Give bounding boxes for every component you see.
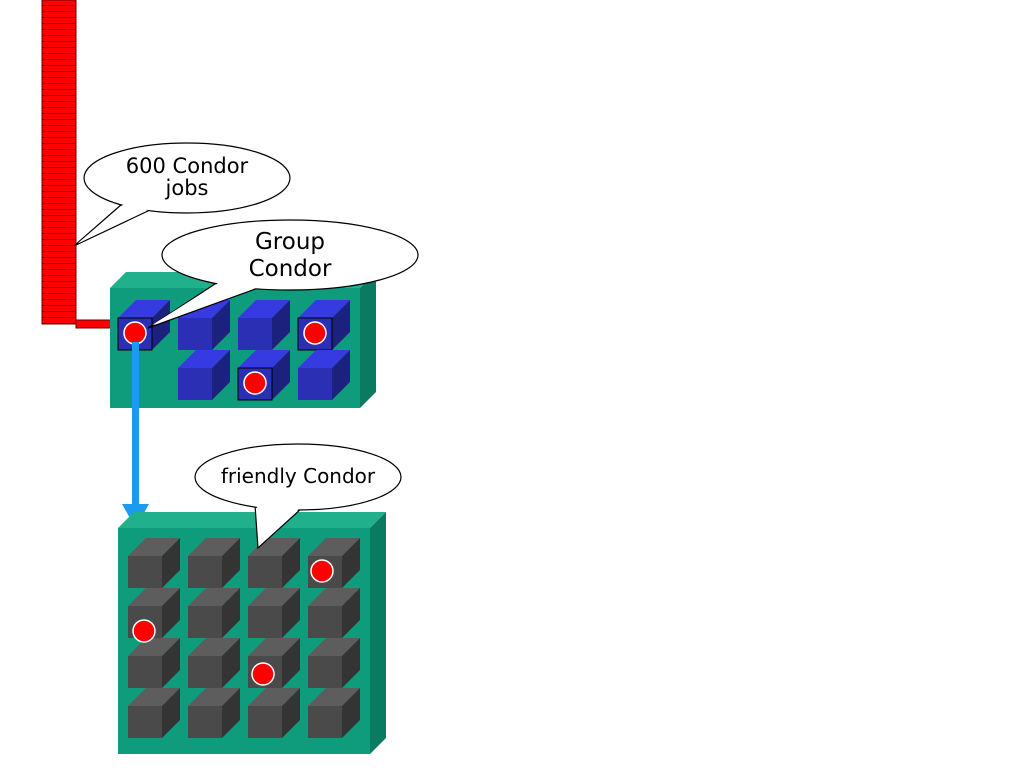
job-queue-bar [41,0,77,325]
job-queue [41,0,113,329]
callout-queue: 600 Condor jobs [73,142,291,247]
callout-group-line2: Condor [249,256,332,282]
callout-group: Group Condor [147,219,419,329]
callout-queue-line1: 600 Condor [126,154,249,178]
friendly-node [128,638,180,688]
friendly-node [188,588,240,638]
callout-friendly-line1: friendly Condor [221,464,376,488]
queue-connector [75,319,113,329]
group-node [298,350,350,400]
group-node [178,350,230,400]
running-job-icon [310,559,334,583]
callout-friendly: friendly Condor [194,443,402,550]
group-pool [110,272,376,408]
friendly-pool [118,512,386,754]
group-pool-side [360,272,376,408]
running-job-icon [123,321,147,345]
friendly-node [248,538,300,588]
friendly-node [308,638,360,688]
friendly-node [188,688,240,738]
group-node [238,300,290,350]
friendly-node [128,688,180,738]
callout-queue-line2: jobs [165,176,209,200]
friendly-pool-top [118,512,386,528]
friendly-node [188,638,240,688]
callout-group-line1: Group [255,229,325,255]
running-job-icon [303,321,327,345]
friendly-node [128,538,180,588]
friendly-node [248,688,300,738]
running-job-icon [132,619,156,643]
friendly-node [188,538,240,588]
friendly-node [248,588,300,638]
friendly-node [308,688,360,738]
running-job-icon [251,662,275,686]
friendly-node [308,588,360,638]
friendly-pool-side [370,512,386,754]
group-node [178,300,230,350]
running-job-icon [243,371,267,395]
